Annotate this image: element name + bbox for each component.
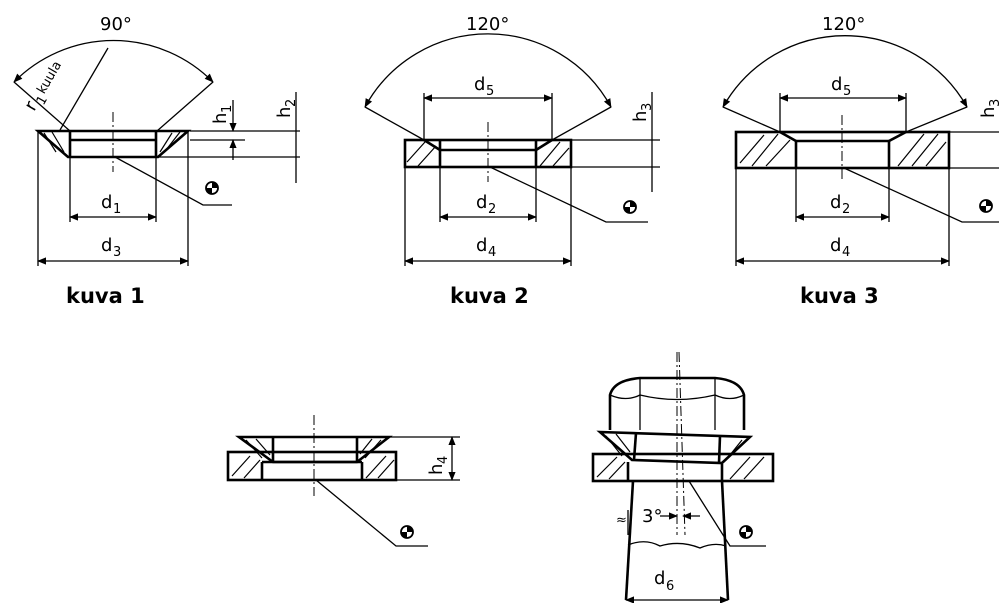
dim-d2-2: d 2 — [476, 192, 496, 217]
dim-h3-2: h 3 — [630, 103, 655, 122]
dim-d6: d 6 — [654, 568, 674, 594]
figure-1: 90° r 1 kuula h 1 — [13, 14, 300, 308]
center-of-gravity-icon — [623, 200, 637, 214]
svg-text:2: 2 — [488, 202, 496, 217]
radius-label: r 1 kuula — [20, 59, 65, 115]
dim-h2: h 2 — [274, 99, 299, 118]
dim-h3-3: h 3 — [978, 99, 999, 118]
svg-text:1: 1 — [113, 202, 121, 217]
svg-text:h: h — [274, 107, 295, 118]
upper-washer-5 — [596, 430, 754, 465]
dim-d1: d 1 — [101, 192, 121, 217]
approx-mark: ≈ — [616, 513, 627, 528]
svg-text:6: 6 — [666, 579, 674, 594]
svg-text:5: 5 — [843, 84, 851, 99]
figure-4: h 4 — [226, 415, 460, 547]
svg-text:3: 3 — [988, 99, 999, 107]
svg-text:d: d — [101, 192, 112, 213]
svg-text:d: d — [830, 235, 841, 256]
svg-text:4: 4 — [488, 245, 496, 260]
dim-d3: d 3 — [101, 235, 121, 260]
dim-d4-3: d 4 — [830, 235, 850, 260]
center-of-gravity-icon — [400, 525, 414, 539]
dim-h4: h 4 — [426, 456, 451, 475]
bolt-head — [608, 376, 746, 430]
dim-d2-3: d 2 — [830, 192, 850, 217]
svg-text:4: 4 — [842, 245, 850, 260]
svg-text:d: d — [476, 192, 487, 213]
svg-text:d: d — [476, 235, 487, 256]
svg-text:1: 1 — [220, 105, 235, 113]
figure-2: 120° d 5 h 3 — [364, 14, 660, 308]
svg-text:d: d — [831, 74, 842, 95]
svg-text:d: d — [101, 235, 112, 256]
lower-seat-4 — [226, 450, 398, 482]
angle-label-3: 120° — [822, 14, 865, 35]
svg-text:h: h — [630, 111, 651, 122]
caption-3: kuva 3 — [800, 284, 879, 308]
figure-5: 3° ≈ d 6 — [591, 351, 775, 603]
center-of-gravity-icon — [205, 181, 219, 195]
angle-label-2: 120° — [466, 14, 509, 35]
washer-profile-3 — [734, 130, 951, 170]
svg-text:h: h — [426, 464, 447, 475]
svg-text:h: h — [978, 107, 999, 118]
center-of-gravity-icon — [979, 199, 993, 213]
caption-1: kuva 1 — [66, 284, 145, 308]
dim-h1: h 1 — [210, 105, 235, 124]
svg-text:d: d — [830, 192, 841, 213]
svg-text:3: 3 — [640, 103, 655, 111]
caption-2: kuva 2 — [450, 284, 529, 308]
svg-text:2: 2 — [842, 202, 850, 217]
svg-text:d: d — [654, 568, 665, 589]
dim-d4-2: d 4 — [476, 235, 496, 260]
angle-label-5: 3° — [642, 506, 662, 527]
svg-text:kuula: kuula — [34, 59, 65, 97]
svg-text:3: 3 — [113, 245, 121, 260]
angle-label-1: 90° — [100, 14, 132, 35]
dim-d5-3: d 5 — [831, 74, 851, 99]
svg-text:2: 2 — [284, 99, 299, 107]
svg-text:5: 5 — [486, 84, 494, 99]
svg-text:h: h — [210, 113, 231, 124]
dim-d5-2: d 5 — [474, 74, 494, 99]
svg-text:4: 4 — [436, 456, 451, 464]
figure-3: 120° d 5 h 3 — [722, 14, 999, 308]
center-of-gravity-icon — [739, 525, 753, 539]
svg-text:d: d — [474, 74, 485, 95]
